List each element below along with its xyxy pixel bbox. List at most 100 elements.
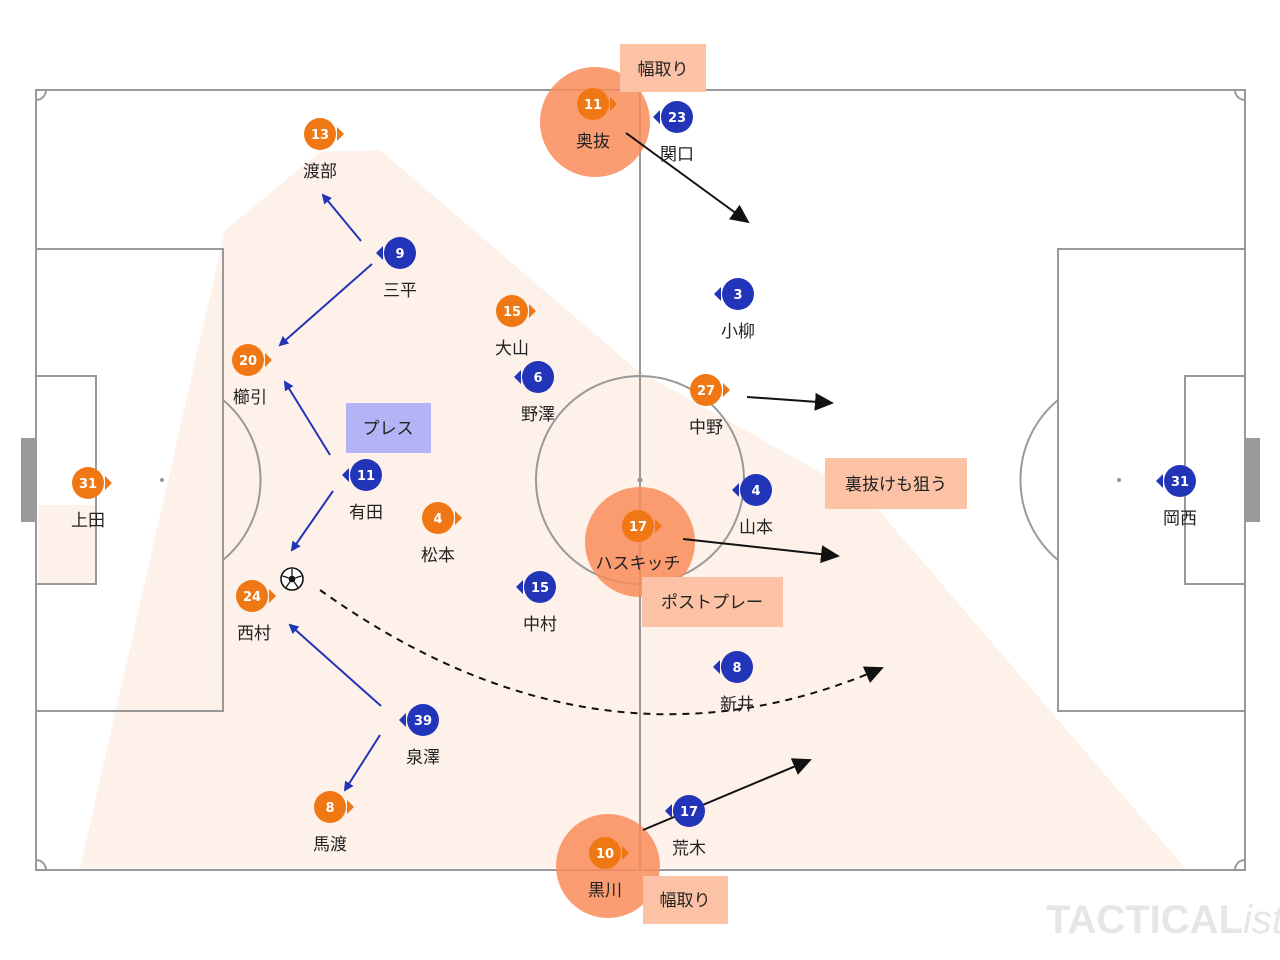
pass-arrow-dashed	[319, 589, 884, 716]
note-box	[642, 577, 783, 627]
left-penalty-spot	[160, 478, 164, 482]
away-player-6: 6野澤	[514, 361, 555, 425]
direction-marker	[376, 246, 383, 260]
direction-marker	[347, 800, 354, 814]
player-number: 3	[733, 288, 742, 303]
press-arrow	[321, 193, 362, 242]
direction-marker	[265, 353, 272, 367]
corner-arc	[35, 89, 47, 101]
away-player-17: 17 荒木	[665, 795, 706, 859]
soccer-ball-icon	[280, 567, 304, 591]
note-label: ポストプレー	[661, 593, 763, 613]
player-name: 黒川	[588, 881, 622, 901]
watermark-bold: TACTICAL	[1046, 898, 1243, 942]
player-number: 11	[584, 98, 602, 113]
player-token	[673, 795, 705, 827]
press-arrow	[283, 380, 331, 456]
home-player-15: 15 大山	[495, 295, 536, 359]
corner-arc	[1234, 89, 1246, 101]
home-player-24: 24 西村	[236, 580, 276, 644]
highlight-circle-haskic	[585, 487, 695, 597]
player-name: 野澤	[521, 405, 555, 425]
direction-marker	[622, 846, 629, 860]
player-number: 24	[243, 590, 261, 605]
player-token	[1164, 465, 1196, 497]
run-arrow	[682, 538, 840, 564]
note-box	[346, 403, 431, 453]
highlight-circle-okunuki	[540, 67, 650, 177]
player-name: 櫛引	[233, 388, 267, 408]
player-token	[236, 580, 268, 612]
right-penalty-spot	[1117, 478, 1121, 482]
right-goal	[1245, 438, 1260, 522]
left-penalty-arc	[222, 399, 262, 561]
home-player-4: 4松本	[421, 502, 462, 566]
note-label: 幅取り	[660, 891, 711, 911]
run-arrow	[625, 132, 750, 224]
note-box	[825, 458, 967, 509]
player-token	[622, 510, 654, 542]
direction-marker	[269, 589, 276, 603]
corner-arc	[35, 859, 47, 871]
player-name: ハスキッチ	[596, 554, 681, 574]
player-number: 4	[751, 484, 760, 499]
note-label: 裏抜けも狙う	[845, 474, 947, 495]
player-name: 中野	[689, 418, 723, 438]
watermark: TACTICALista	[1046, 898, 1280, 942]
home-player-13: 13 渡部	[303, 118, 344, 182]
direction-marker	[455, 511, 462, 525]
player-token	[740, 474, 772, 506]
direction-marker	[610, 97, 617, 111]
away-player-3: 3小柳	[714, 278, 755, 342]
player-number: 9	[395, 247, 404, 262]
player-name: 荒木	[672, 839, 706, 859]
note-box	[643, 876, 728, 924]
player-name: 泉澤	[406, 748, 440, 768]
player-token	[350, 459, 382, 491]
player-name: 山本	[739, 518, 773, 538]
run-arrow	[642, 758, 812, 831]
player-name: 上田	[71, 511, 105, 531]
away-player-9: 9 三平	[376, 237, 417, 301]
press-arrow	[290, 490, 334, 552]
player-number: 17	[680, 805, 698, 820]
player-name: 関口	[660, 145, 694, 165]
player-number: 39	[414, 714, 432, 729]
players-layer: 31上田13渡部20櫛引24西村8馬渡15大山4松本11奥抜27中野17ハスキッ…	[71, 88, 1197, 901]
player-number: 13	[311, 128, 329, 143]
player-token	[589, 837, 621, 869]
player-name: 大山	[495, 339, 529, 359]
player-number: 10	[596, 847, 614, 862]
player-name: 馬渡	[313, 835, 347, 855]
run-arrow	[746, 392, 834, 411]
direction-marker	[399, 713, 406, 727]
player-number: 15	[531, 581, 549, 596]
player-number: 8	[325, 801, 334, 816]
player-name: 新井	[720, 695, 754, 715]
player-token	[577, 88, 609, 120]
note-width-bottom: 幅取り	[643, 876, 728, 924]
direction-marker	[655, 519, 662, 533]
player-number: 15	[503, 305, 521, 320]
player-token	[384, 237, 416, 269]
player-token	[721, 651, 753, 683]
direction-marker	[732, 483, 739, 497]
away-player-15: 15 中村	[516, 571, 557, 635]
direction-marker	[713, 660, 720, 674]
player-token	[496, 295, 528, 327]
player-name: 岡西	[1163, 509, 1197, 529]
player-name: 渡部	[303, 162, 337, 182]
player-number: 11	[357, 469, 375, 484]
player-number: 23	[668, 111, 686, 126]
away-player-8: 8新井	[713, 651, 754, 715]
player-name: 中村	[523, 615, 557, 635]
player-number: 20	[239, 354, 257, 369]
player-token	[661, 101, 693, 133]
player-name: 三平	[383, 281, 417, 301]
note-post-play: ポストプレー	[642, 577, 783, 627]
player-name: 西村	[237, 624, 271, 644]
player-token	[314, 791, 346, 823]
player-token	[407, 704, 439, 736]
